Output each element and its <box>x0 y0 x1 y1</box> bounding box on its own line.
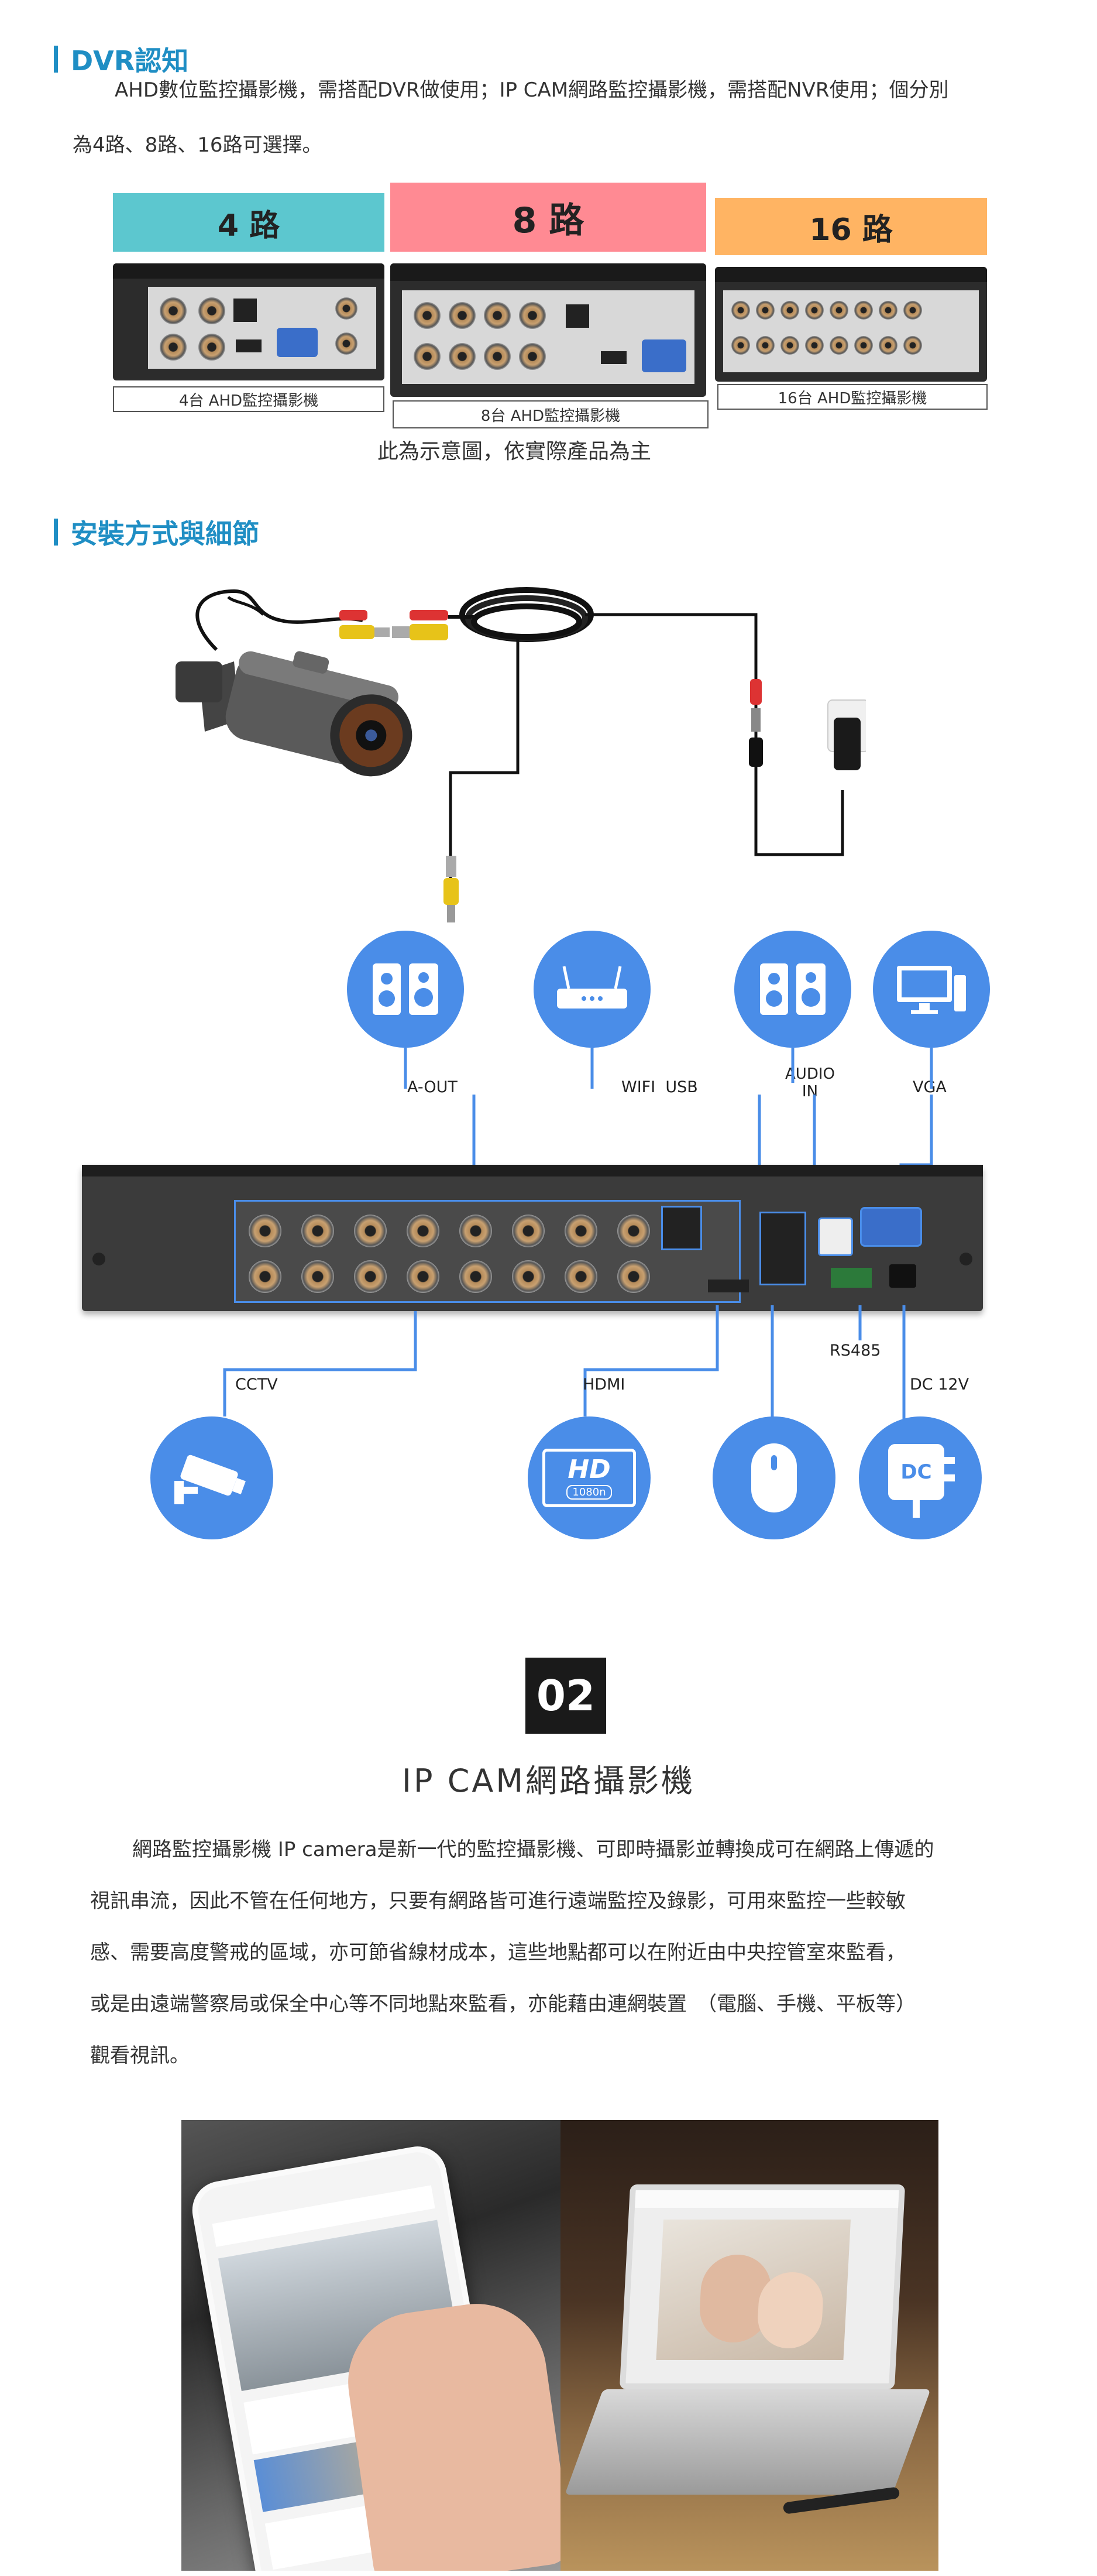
bnc-connector <box>617 1260 650 1293</box>
bnc-connector <box>459 1215 492 1247</box>
channel-card-4: 4 路 4台 AHD監控攝影機 <box>113 193 384 412</box>
bnc-connector <box>301 1215 334 1247</box>
bnc-connector <box>617 1215 650 1247</box>
dvr-16ch-rear-panel <box>715 267 987 382</box>
section-number: 02 <box>536 1671 596 1720</box>
dvr-rear-panel <box>82 1165 983 1311</box>
hd-badge: HD <box>568 1454 611 1484</box>
install-section-title: 安裝方式與細節 <box>54 513 259 551</box>
dc-badge: DC <box>900 1460 932 1484</box>
router-icon <box>534 931 651 1048</box>
connector-lines-bottom <box>223 1305 906 1422</box>
bnc-connector <box>301 1260 334 1293</box>
ipcam-paragraph-line5: 觀看視訊。 <box>90 2044 190 2067</box>
bnc-connector <box>565 1260 597 1293</box>
channel-label: 4 路 <box>113 193 384 252</box>
dc-power-adapter-icon: DC <box>859 1416 982 1539</box>
bnc-connector <box>756 301 775 320</box>
bnc-connector <box>854 336 873 355</box>
bnc-connector <box>903 336 922 355</box>
port-label-rs485: RS485 <box>830 1342 881 1360</box>
bnc-connector <box>731 336 750 355</box>
bnc-connector <box>879 301 897 320</box>
bnc-connector <box>903 301 922 320</box>
port-label-hdmi: HDMI <box>583 1376 625 1394</box>
bnc-connector <box>830 336 848 355</box>
bnc-connector <box>756 336 775 355</box>
channel-label: 16 路 <box>715 198 987 255</box>
ipcam-paragraph-line1: 網路監控攝影機 IP camera是新一代的監控攝影機、可即時攝影並轉換成可在網… <box>132 1838 934 1861</box>
ipcam-paragraph-line3: 感、需要高度警戒的區域，亦可節省線材成本，這些地點都可以在附近由中央控管室來監看… <box>90 1941 906 1964</box>
bnc-connector <box>512 1260 545 1293</box>
bnc-connector <box>354 1215 387 1247</box>
hd-1080-icon: HD 1080n <box>528 1416 651 1539</box>
bnc-connector <box>407 1215 439 1247</box>
bnc-connector <box>805 336 824 355</box>
dvr-paragraph-line2: 為4路、8路、16路可選擇。 <box>73 133 322 157</box>
dvr-section-title: DVR認知 <box>54 40 188 78</box>
channel-card-8: 8 路 8台 AHD監控攝影機 <box>390 183 709 428</box>
bnc-connector <box>249 1215 281 1247</box>
bnc-connector <box>565 1215 597 1247</box>
audio-speaker-icon <box>734 931 851 1048</box>
dvr-paragraph-line1: AHD數位監控攝影機，需搭配DVR做使用；IP CAM網路監控攝影機，需搭配NV… <box>115 78 949 102</box>
laptop-monitoring-photo <box>560 2120 938 2571</box>
bnc-connector <box>780 336 799 355</box>
channel-card-16: 16 路 16台 AHD監控攝影機 <box>715 198 988 410</box>
port-label-wifi-usb: WIFI USB <box>621 1078 698 1096</box>
port-label-dc12v: DC 12V <box>910 1376 969 1394</box>
illustration-note: 此為示意圖，依實際產品為主 <box>377 440 652 464</box>
bnc-connector <box>249 1260 281 1293</box>
mouse-icon <box>713 1416 835 1539</box>
bnc-connector <box>854 301 873 320</box>
bnc-connector <box>354 1260 387 1293</box>
bnc-connector <box>512 1215 545 1247</box>
channel-label: 8 路 <box>390 183 706 252</box>
bnc-connector <box>407 1260 439 1293</box>
bnc-connector <box>805 301 824 320</box>
bnc-connector <box>780 301 799 320</box>
monitor-icon <box>873 931 990 1048</box>
smartphone-app-photo <box>181 2120 560 2571</box>
cctv-camera-icon <box>150 1416 273 1539</box>
ipcam-paragraph-line4: 或是由遠端警察局或保全中心等不同地點來監看，亦能藉由連網裝置 （電腦、手機、平板… <box>90 1992 916 2016</box>
section-number-badge: 02 <box>525 1658 606 1734</box>
dvr-4ch-rear-panel <box>113 263 384 380</box>
camera-cable-illustration <box>176 587 866 922</box>
channel-caption: 4台 AHD監控攝影機 <box>113 386 384 412</box>
bnc-connector <box>459 1260 492 1293</box>
channel-caption: 16台 AHD監控攝影機 <box>717 384 988 410</box>
port-label-aout: A-OUT <box>407 1078 458 1096</box>
port-label-cctv: CCTV <box>235 1376 278 1394</box>
hd-sub: 1080n <box>566 1484 612 1500</box>
speaker-icon <box>347 931 464 1048</box>
bnc-connector <box>830 301 848 320</box>
ipcam-paragraph-line2: 視訊串流，因此不管在任何地方，只要有網路皆可進行遠端監控及錄影，可用來監控一些較… <box>90 1889 906 1913</box>
ipcam-title: IP CAM網路攝影機 <box>402 1762 695 1799</box>
channel-caption: 8台 AHD監控攝影機 <box>393 400 709 428</box>
port-label-vga: VGA <box>913 1078 947 1096</box>
bnc-connector <box>879 336 897 355</box>
dvr-8ch-rear-panel <box>390 263 706 397</box>
bnc-connector <box>731 301 750 320</box>
